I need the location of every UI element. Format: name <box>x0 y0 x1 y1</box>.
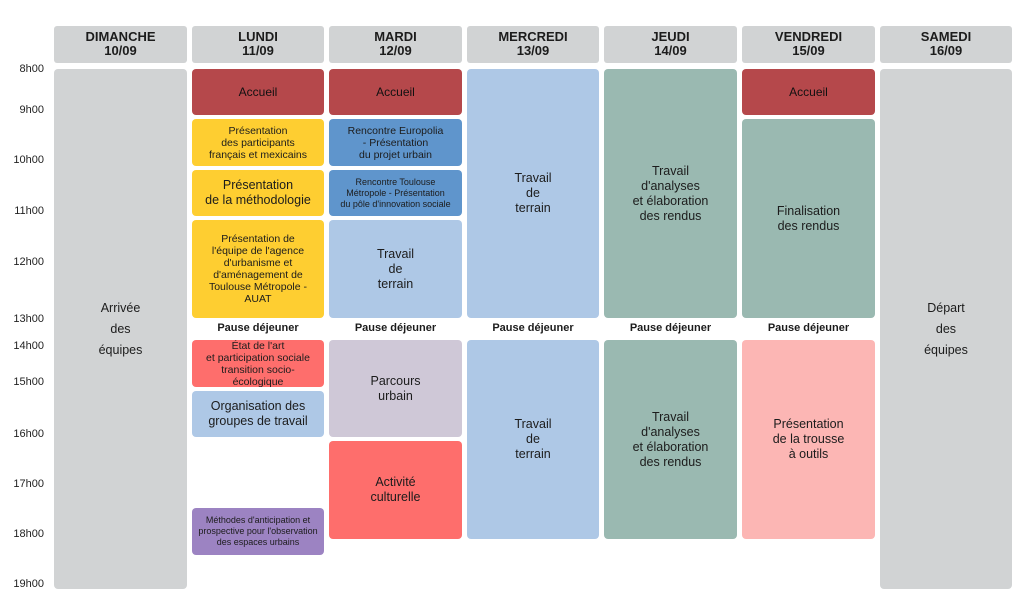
event-presentation-participants: Présentation des participants français e… <box>192 119 324 166</box>
day-header-lundi: LUNDI 11/09 <box>192 26 324 63</box>
pause-dejeuner-mercredi: Pause déjeuner <box>492 322 574 334</box>
day-date: 14/09 <box>654 43 687 58</box>
event-mercredi-terrain-apres-midi: Travail de terrain <box>467 340 599 539</box>
event-finalisation-rendus: Finalisation des rendus <box>742 119 875 318</box>
time-label: 15h00 <box>13 376 44 388</box>
day-date: 12/09 <box>379 43 412 58</box>
event-presentation-agence: Présentation de l'équipe de l'agence d'u… <box>192 220 324 318</box>
day-date: 13/09 <box>516 43 550 58</box>
event-mardi-accueil: Accueil <box>329 69 462 115</box>
day-name: DIMANCHE <box>85 29 156 44</box>
event-lundi-accueil: Accueil <box>192 69 324 115</box>
day-date: 16/09 <box>929 43 963 58</box>
event-methodes-anticipation: Méthodes d'anticipation et prospective p… <box>192 508 324 555</box>
day-name: VENDREDI <box>774 29 843 44</box>
event-parcours-urbain: Parcours urbain <box>329 340 462 437</box>
pause-dejeuner-jeudi: Pause déjeuner <box>629 322 712 334</box>
time-label: 13h00 <box>13 313 44 325</box>
event-rencontre-toulouse-metropole: Rencontre Toulouse Métropole - Présentat… <box>329 170 462 216</box>
day-header-mardi: MARDI 12/09 <box>329 26 462 63</box>
event-jeudi-analyses-matin: Travail d'analyses et élaboration des re… <box>604 69 737 318</box>
time-label: 14h00 <box>13 340 44 352</box>
day-header-jeudi: JEUDI 14/09 <box>604 26 737 63</box>
time-label: 18h00 <box>13 528 44 540</box>
day-header-dimanche: DIMANCHE 10/09 <box>54 26 187 63</box>
day-header-vendredi: VENDREDI 15/09 <box>742 26 875 63</box>
time-label: 17h00 <box>13 478 44 490</box>
time-label: 10h00 <box>13 154 44 166</box>
event-arrivee-equipes: Arrivée des équipes <box>54 69 187 589</box>
time-label: 11h00 <box>14 205 44 217</box>
event-presentation-trousse: Présentation de la trousse à outils <box>742 340 875 539</box>
event-jeudi-analyses-apres-midi: Travail d'analyses et élaboration des re… <box>604 340 737 539</box>
day-header-samedi: SAMEDI 16/09 <box>880 26 1012 63</box>
event-vendredi-accueil: Accueil <box>742 69 875 115</box>
event-mercredi-terrain-matin: Travail de terrain <box>467 69 599 318</box>
day-date: 15/09 <box>792 43 825 58</box>
event-depart-equipes: Départ des équipes <box>880 69 1012 589</box>
time-label: 8h00 <box>19 63 44 75</box>
day-name: LUNDI <box>238 29 278 44</box>
day-name: MERCREDI <box>498 29 568 44</box>
day-date: 11/09 <box>242 43 274 58</box>
day-name: MARDI <box>374 29 417 44</box>
pause-dejeuner-lundi: Pause déjeuner <box>217 322 299 334</box>
day-name: SAMEDI <box>920 29 972 44</box>
event-mardi-travail-terrain: Travail de terrain <box>329 220 462 318</box>
event-organisation-groupes: Organisation des groupes de travail <box>192 391 324 437</box>
time-label: 16h00 <box>13 428 44 440</box>
event-etat-art: État de l'art et participation sociale t… <box>192 340 324 388</box>
time-label: 9h00 <box>19 104 44 116</box>
time-label: 12h00 <box>13 256 44 268</box>
pause-dejeuner-mardi: Pause déjeuner <box>354 322 437 334</box>
event-activite-culturelle: Activité culturelle <box>329 441 462 539</box>
event-presentation-methodologie: Présentation de la méthodologie <box>192 170 324 216</box>
day-header-mercredi: MERCREDI 13/09 <box>467 26 599 63</box>
day-name: JEUDI <box>651 29 690 44</box>
time-label: 19h00 <box>13 578 44 590</box>
pause-dejeuner-vendredi: Pause déjeuner <box>767 322 850 334</box>
day-date: 10/09 <box>104 43 137 58</box>
event-rencontre-europolia: Rencontre Europolia - Présentation du pr… <box>329 119 462 166</box>
